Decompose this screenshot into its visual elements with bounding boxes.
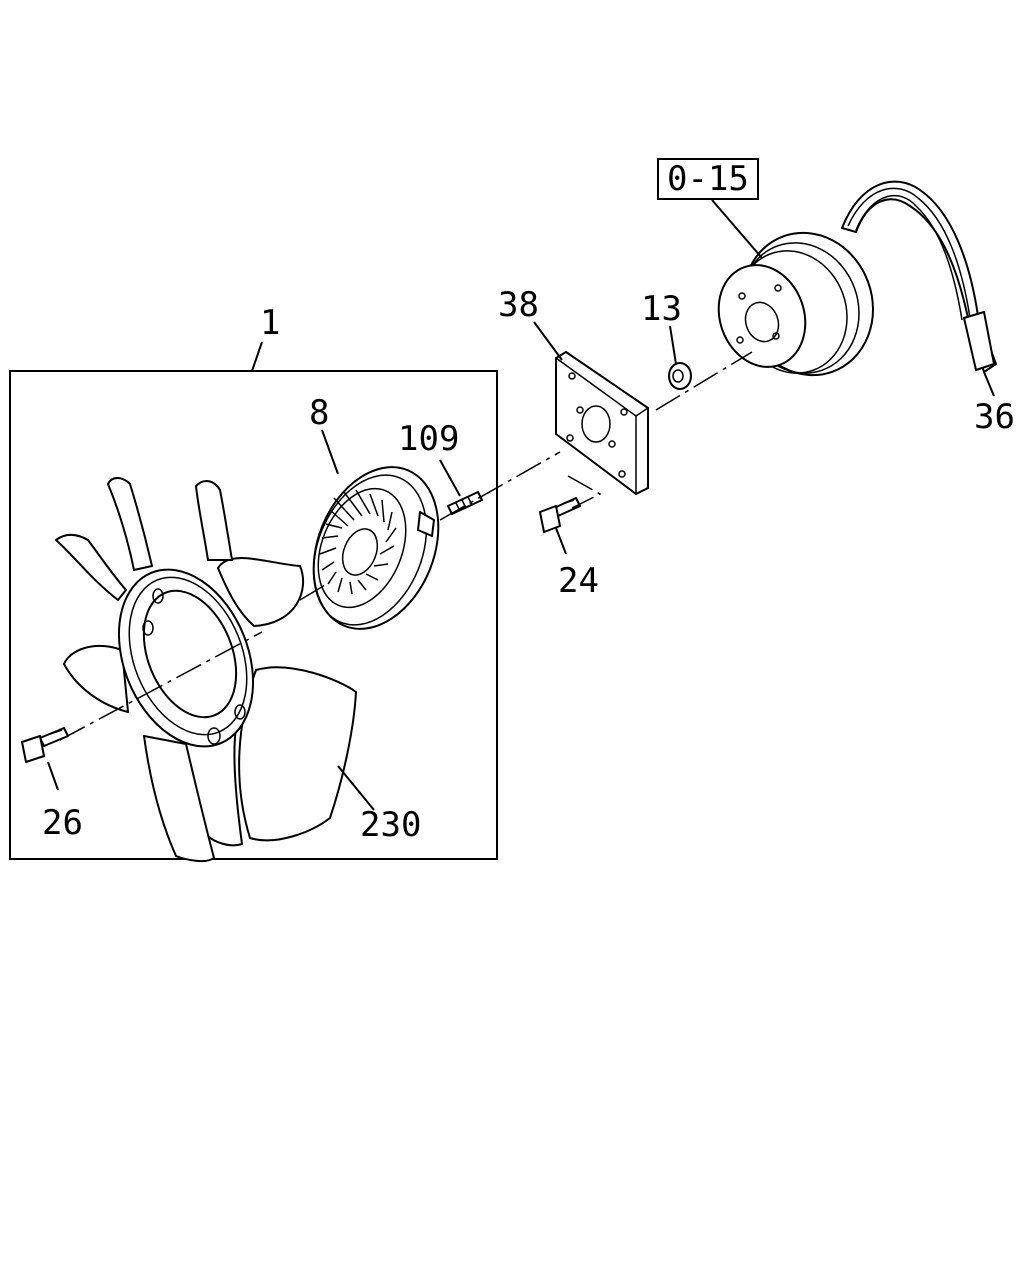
callout-fan: 230 — [360, 805, 422, 845]
centerline-main — [59, 351, 753, 741]
callout-bolt-26: 26 — [42, 803, 83, 843]
centerline-bolt-24 — [567, 475, 602, 509]
callout-stud: 109 — [398, 419, 460, 459]
spacer-plate — [555, 351, 649, 495]
leader-clutch — [321, 429, 339, 475]
callout-assembly: 1 — [260, 303, 281, 343]
fan-clutch — [312, 466, 440, 630]
assembly-frame — [9, 370, 498, 860]
leader-spacer — [533, 321, 563, 361]
leader-washer — [669, 325, 677, 365]
callout-spacer: 38 — [498, 285, 539, 325]
cooling-fan — [55, 477, 357, 863]
leader-bolt-24 — [555, 527, 567, 555]
belt — [841, 180, 997, 373]
callout-belt: 36 — [974, 397, 1015, 437]
bolt-26 — [21, 727, 69, 763]
leader-fan — [337, 765, 375, 811]
washer — [668, 362, 692, 390]
callout-bolt-24: 24 — [558, 561, 599, 601]
pulley — [717, 231, 874, 377]
leader-pulley — [711, 199, 763, 259]
leader-stud — [439, 459, 461, 497]
callout-clutch: 8 — [309, 393, 330, 433]
leader-bolt-26 — [47, 761, 59, 791]
stud-109 — [447, 491, 483, 515]
callout-pulley-reference: 0-15 — [657, 158, 759, 200]
callout-washer: 13 — [641, 289, 682, 329]
leader-assembly — [251, 341, 263, 372]
bolt-24 — [539, 497, 581, 533]
leader-belt — [983, 371, 995, 397]
